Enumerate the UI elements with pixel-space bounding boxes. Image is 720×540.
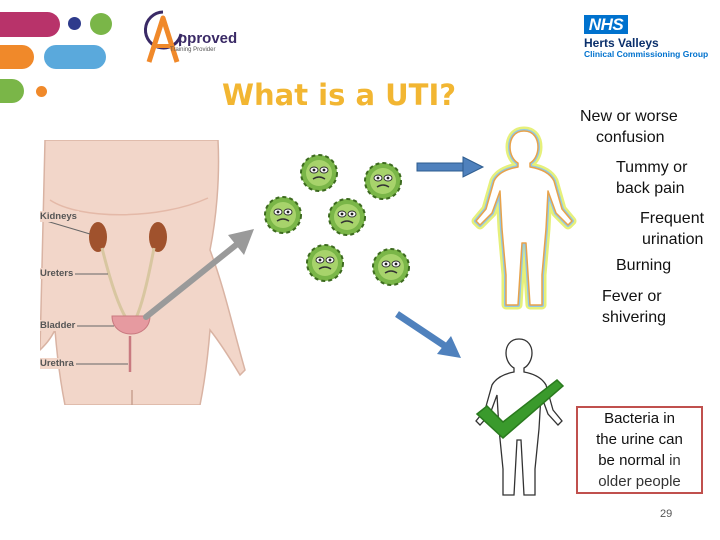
nhs-logo-badge: NHS [584, 15, 628, 34]
symptom-confusion: New or worse confusion [580, 108, 678, 146]
left-kidney [89, 222, 107, 252]
bacteria-callout: Bacteria in the urine can be normal in o… [576, 406, 703, 494]
label-urethra: Urethra [40, 358, 76, 369]
approved-logo-mark [143, 10, 183, 63]
bacterium-5 [306, 244, 344, 282]
bacterium-4 [328, 198, 366, 236]
slide-title: What is a UTI? [222, 78, 457, 112]
symptom-body-figure [471, 126, 577, 310]
arrow-to-healthy [395, 311, 461, 358]
symptom-pain: Tummy or back pain [616, 159, 688, 197]
bacterium-6 [372, 248, 410, 286]
anatomy-illustration [40, 140, 246, 405]
label-bladder: Bladder [40, 320, 78, 331]
arrow-to-symptoms [416, 156, 485, 178]
brand-dot-orange [36, 86, 47, 97]
symptom-burning: Burning [616, 257, 672, 274]
bacterium-2 [364, 162, 402, 200]
check-icon [475, 379, 565, 440]
page-number: 29 [660, 508, 673, 520]
approved-logo-text: pproved [178, 30, 238, 47]
brand-pill-blue [44, 45, 106, 69]
nhs-org-name: Herts Valleys [584, 36, 659, 50]
brand-dot-navy [68, 17, 81, 30]
brand-dot-green [90, 13, 112, 35]
brand-pill-magenta [0, 12, 60, 37]
symptom-fever: Fever or shivering [602, 288, 667, 326]
symptom-frequent-urination: Frequent urination [640, 210, 705, 248]
callout-emphasis: be normal [598, 452, 665, 469]
right-kidney [149, 222, 167, 252]
bacterium-3 [264, 196, 302, 234]
approved-logo-tagline: Training Provider [170, 47, 216, 53]
bacterium-1 [300, 154, 338, 192]
brand-pill-orange [0, 45, 34, 69]
bacteria-cluster [264, 154, 410, 286]
arrow-to-bacteria [143, 229, 254, 320]
label-ureters: Ureters [40, 268, 76, 279]
brand-pill-green [0, 79, 24, 103]
label-kidneys: Kidneys [40, 211, 79, 222]
nhs-ccg-name: Clinical Commissioning Group [584, 49, 709, 59]
